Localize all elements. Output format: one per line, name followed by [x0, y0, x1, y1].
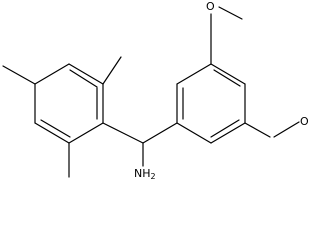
double-bond-inner [210, 119, 240, 138]
bond [210, 122, 246, 144]
double-bond-inner [213, 69, 241, 87]
molecule-skeleton [2, 6, 300, 178]
amine-label-subscript: 2 [150, 172, 156, 181]
oxygen-label-right: O [300, 115, 309, 128]
methoxy-bond [218, 6, 243, 20]
bond [142, 122, 178, 144]
methoxy-bond [244, 122, 271, 138]
double-bond-inner [40, 119, 71, 138]
methyl-bond [102, 56, 122, 85]
bond [210, 63, 246, 85]
methyl-bond [2, 65, 36, 85]
bond [68, 63, 104, 85]
bond [176, 63, 212, 85]
bond [34, 122, 70, 144]
structure-canvas: O O NH2 [2, 0, 309, 183]
bond [176, 122, 212, 144]
bond [34, 63, 70, 85]
methoxy-bond [273, 121, 300, 138]
amine-label: NH2 [134, 168, 156, 183]
bond [102, 122, 144, 144]
amine-label-main: NH [134, 167, 151, 180]
bond [68, 122, 104, 144]
double-bond-inner [69, 69, 98, 88]
oxygen-label-top: O [206, 0, 215, 13]
